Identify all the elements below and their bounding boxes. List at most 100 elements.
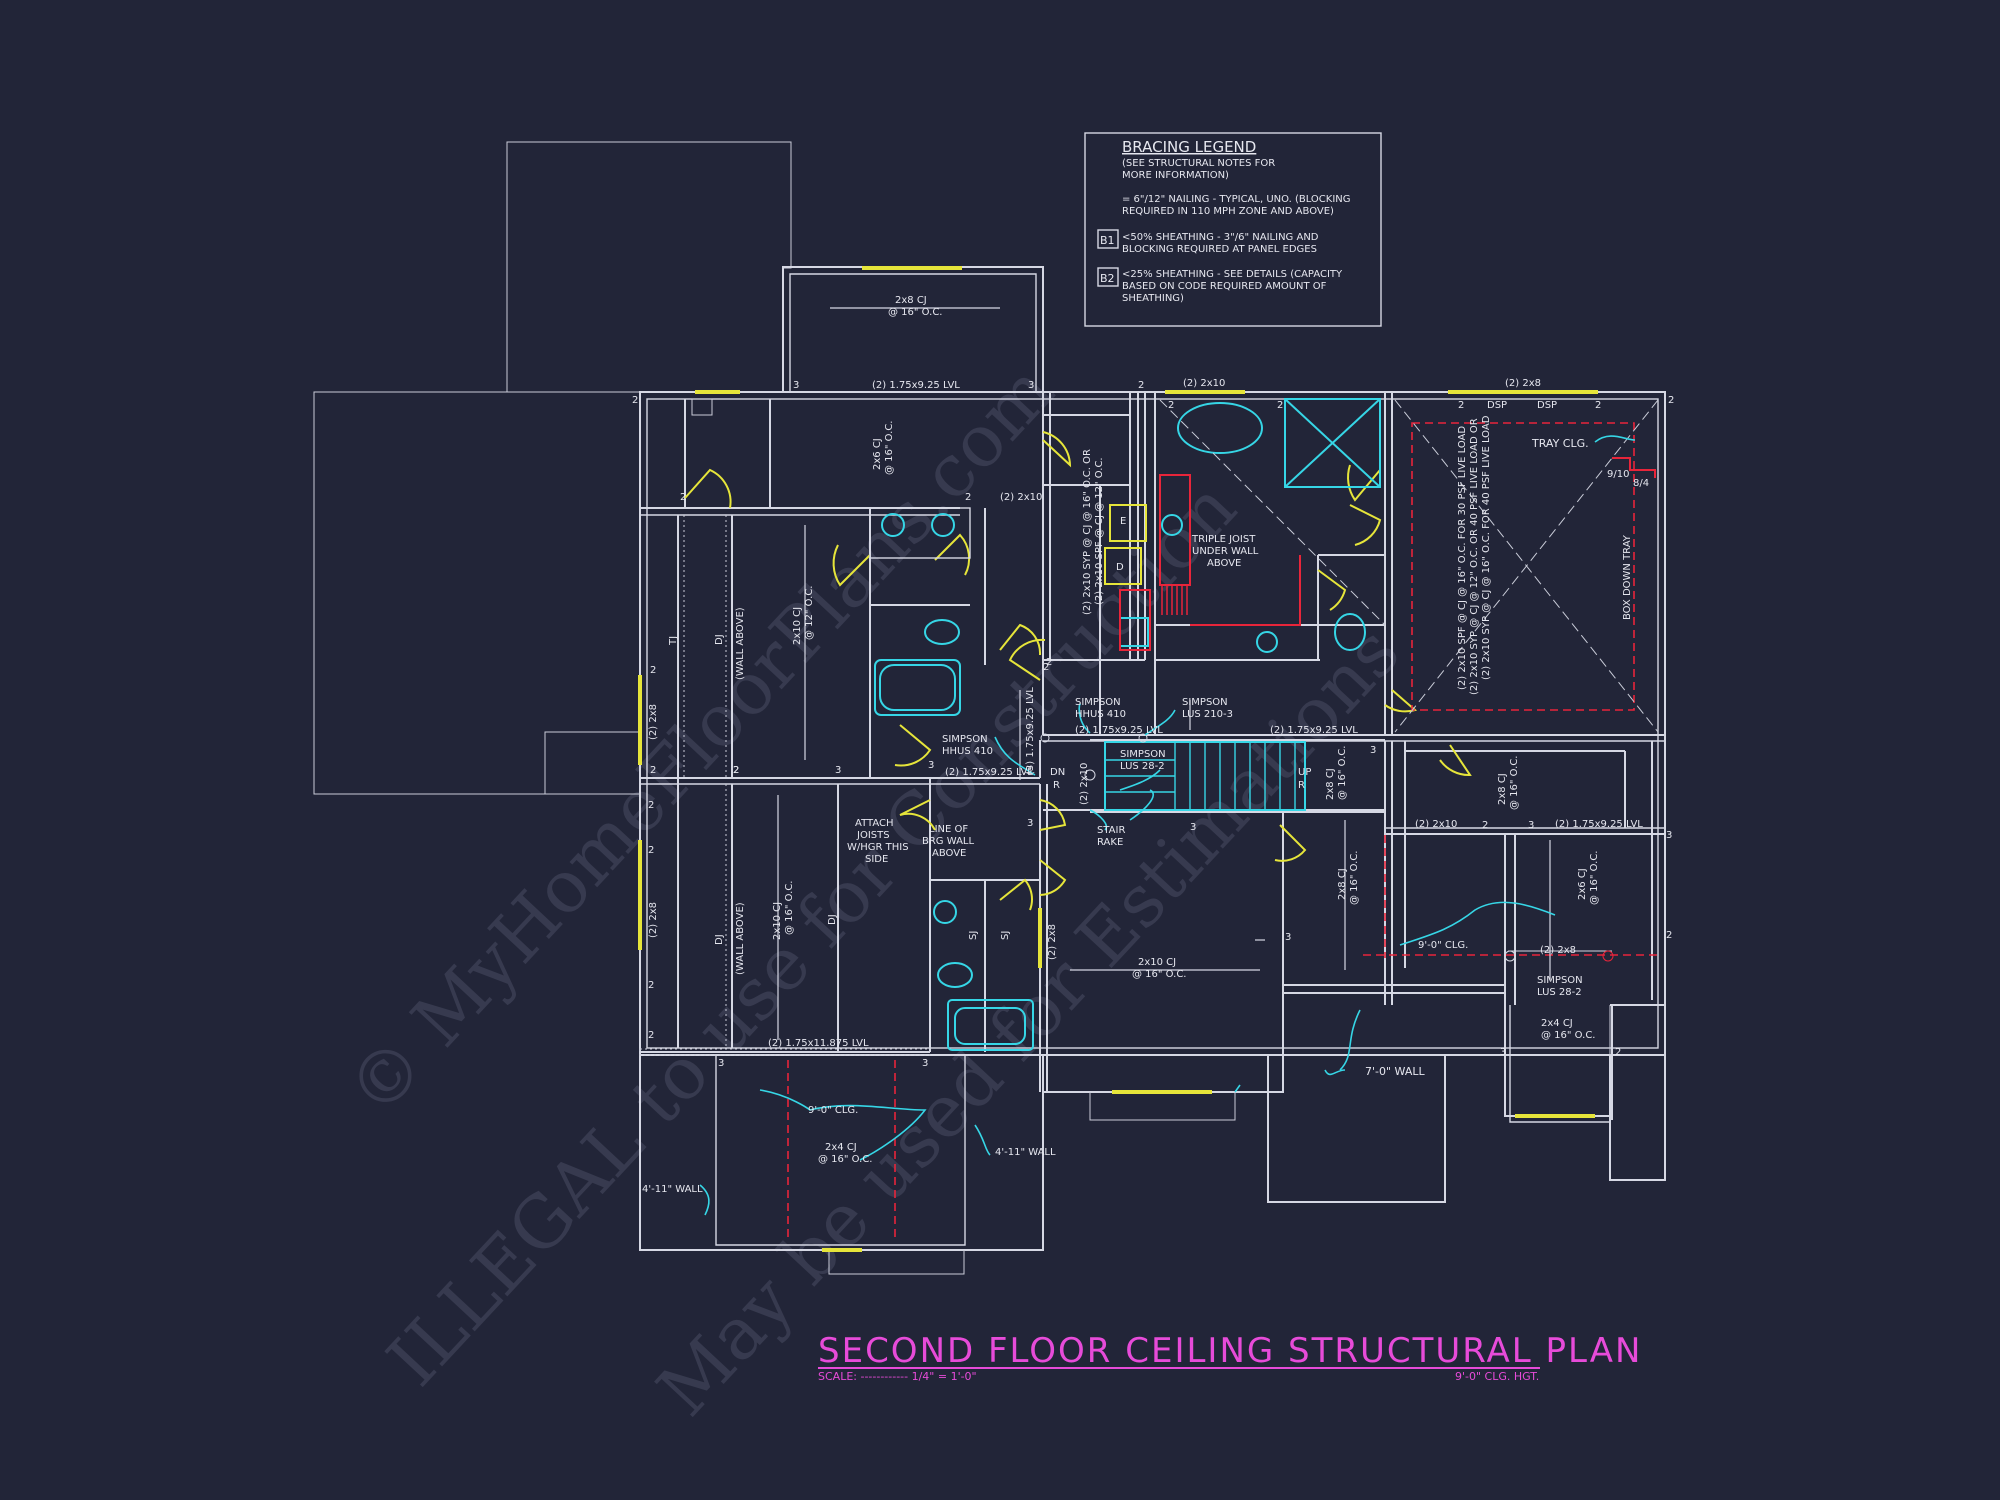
num-32: 3 xyxy=(1500,1047,1506,1058)
label-tj: TJ xyxy=(668,636,679,646)
label-vert-note1: (2) 2x10 SPF @ CJ @ 16" O.C. FOR 30 PSF … xyxy=(1457,426,1468,690)
label-d: D xyxy=(1116,562,1124,573)
label-dsp2: DSP xyxy=(1537,400,1557,411)
label-lvl-d: (2) 1.75x9.25 LVL xyxy=(1555,819,1643,830)
num-29: 3 xyxy=(1528,820,1534,831)
label-triple2: UNDER WALL xyxy=(1192,546,1259,557)
label-2x6-cj-a: 2x6 CJ xyxy=(872,438,883,470)
label-lvl3: (3) 1.75x9.25 LVL xyxy=(1025,687,1036,775)
num-14: 2 xyxy=(648,800,654,811)
label-oc-top: @ 16" O.C. xyxy=(888,307,943,318)
drawing-title-block: SECOND FLOOR CEILING STRUCTURAL PLAN SCA… xyxy=(818,1331,1642,1383)
label-lus282-a: LUS 28-2 xyxy=(1120,761,1165,772)
num-8: 2 xyxy=(1595,400,1601,411)
label-oc-f: @ 16" O.C. xyxy=(1509,756,1520,811)
num-30: 3 xyxy=(1666,830,1672,841)
num-9: 2 xyxy=(1668,395,1674,406)
label-dsp1: DSP xyxy=(1487,400,1507,411)
num-34: 3 xyxy=(718,1058,724,1069)
watermark: © MyHomeFloorPlans.com ILLEGAL to use fo… xyxy=(331,348,1415,1431)
num-19: 2 xyxy=(733,765,739,776)
label-lvl-b: (2) 1.75x9.25 LVL xyxy=(945,767,1033,778)
label-attach4: SIDE xyxy=(865,854,888,865)
label-lus2103: LUS 210-3 xyxy=(1182,709,1233,720)
num-2: 3 xyxy=(793,380,799,391)
label-2x8-top: (2) 2x8 xyxy=(1505,378,1541,389)
label-wall-above-b: (WALL ABOVE) xyxy=(735,902,746,975)
num-27: 3 xyxy=(1285,932,1291,943)
legend-item2b: BLOCKING REQUIRED AT PANEL EDGES xyxy=(1122,244,1317,255)
num-11: 2 xyxy=(965,492,971,503)
label-dj-a: DJ xyxy=(714,634,725,645)
label-triple3: ABOVE xyxy=(1207,558,1241,569)
windows xyxy=(638,266,1598,1252)
label-oc-d: @ 16" O.C. xyxy=(1132,969,1187,980)
label-pitch: 9/10 xyxy=(1607,469,1629,480)
label-e: E xyxy=(1120,516,1126,527)
num-25: 3 xyxy=(1190,822,1196,833)
label-2x10-cj-c: 2x10 CJ xyxy=(1138,957,1176,968)
legend-b2-tag: B2 xyxy=(1100,272,1115,285)
label-lus282-b: LUS 28-2 xyxy=(1537,987,1582,998)
num-6: 2 xyxy=(1277,400,1283,411)
legend-title: BRACING LEGEND xyxy=(1122,138,1256,156)
label-sj-a: SJ xyxy=(968,931,979,940)
label-closet-note2: (2) 2x10 SPF @ CJ @ 12" O.C. xyxy=(1094,457,1105,605)
num-16: 2 xyxy=(648,980,654,991)
num-3: 3 xyxy=(1028,380,1034,391)
beams xyxy=(1040,733,1614,962)
num-26: 3 xyxy=(1370,745,1376,756)
linen-closet xyxy=(1104,474,1301,651)
label-simpson-d: SIMPSON xyxy=(1120,749,1166,760)
legend-note2: MORE INFORMATION) xyxy=(1122,170,1229,181)
bracing-numbers: 2 3 3 2 2 2 2 2 2 2 2 2 2 2 2 2 2 2 2 3 … xyxy=(632,380,1674,1069)
label-attach2: JOISTS xyxy=(856,830,890,841)
label-up: UP xyxy=(1298,767,1311,778)
label-lvl-stair: (2) 1.75x9.25 LVL xyxy=(1075,725,1163,736)
label-lvl-top: (2) 1.75x9.25 LVL xyxy=(872,380,960,391)
num-5: 2 xyxy=(1168,400,1174,411)
num-10: 2 xyxy=(680,492,686,503)
label-2x10-top: (2) 2x10 xyxy=(1183,378,1225,389)
leaders xyxy=(699,435,1636,1216)
label-oc-i: @ 16" O.C. xyxy=(818,1154,873,1165)
label-2x8-cj-top: 2x8 CJ xyxy=(895,295,927,306)
label-2x10-cj-a: 2x10 CJ xyxy=(792,607,803,645)
num-13: 2 xyxy=(650,765,656,776)
label-attach1: ATTACH xyxy=(855,818,894,829)
num-18: 2 xyxy=(733,765,739,776)
label-oc-c: @ 16" O.C. xyxy=(1337,746,1348,801)
label-simpson-c: SIMPSON xyxy=(942,734,988,745)
ceiling-diagonals xyxy=(1159,399,1659,733)
doors xyxy=(684,431,1472,945)
legend-b1-tag: B1 xyxy=(1100,234,1115,247)
label-lineof3: ABOVE xyxy=(932,848,966,859)
drawing-title: SECOND FLOOR CEILING STRUCTURAL PLAN xyxy=(818,1331,1642,1371)
label-lvl-1188: (2) 1.75x11.875 LVL xyxy=(768,1038,869,1049)
label-dj-b: DJ xyxy=(714,934,725,945)
label-2x10-b: (2) 2x10 xyxy=(1000,492,1042,503)
label-rake: RAKE xyxy=(1097,837,1123,848)
label-oc12: @ 12" O.C. xyxy=(804,586,815,641)
num-21: 3 xyxy=(928,760,934,771)
label-2x8-d: (2) 2x8 xyxy=(1540,945,1576,956)
legend-item3b: BASED ON CODE REQUIRED AMOUNT OF xyxy=(1122,281,1327,292)
drawing-scale: SCALE: ------------ 1/4" = 1'-0" xyxy=(818,1370,977,1383)
label-oc-a: @ 16" O.C. xyxy=(884,421,895,476)
num-4: 2 xyxy=(1138,380,1144,391)
exterior-walls xyxy=(639,266,1666,1275)
label-tray-clg: TRAY CLG. xyxy=(1531,437,1589,450)
label-r-left: R xyxy=(1053,780,1060,791)
label-simpson-a: SIMPSON xyxy=(1075,697,1121,708)
legend-note1: (SEE STRUCTURAL NOTES FOR xyxy=(1122,158,1275,169)
joist-direction-arrows xyxy=(777,307,1551,1040)
label-lineof1: LINE OF xyxy=(929,824,968,835)
legend-item3c: SHEATHING) xyxy=(1122,293,1184,304)
label-2x4-cj-b: 2x4 CJ xyxy=(825,1142,857,1153)
bracing-legend: BRACING LEGEND (SEE STRUCTURAL NOTES FOR… xyxy=(1084,132,1382,327)
num-33: 2 xyxy=(1615,1047,1621,1058)
label-closet-note1: (2) 2x10 SYP @ CJ @ 16" O.C. OR xyxy=(1082,449,1093,615)
num-22: 3 xyxy=(1026,765,1032,776)
num-31: 2 xyxy=(1666,930,1672,941)
